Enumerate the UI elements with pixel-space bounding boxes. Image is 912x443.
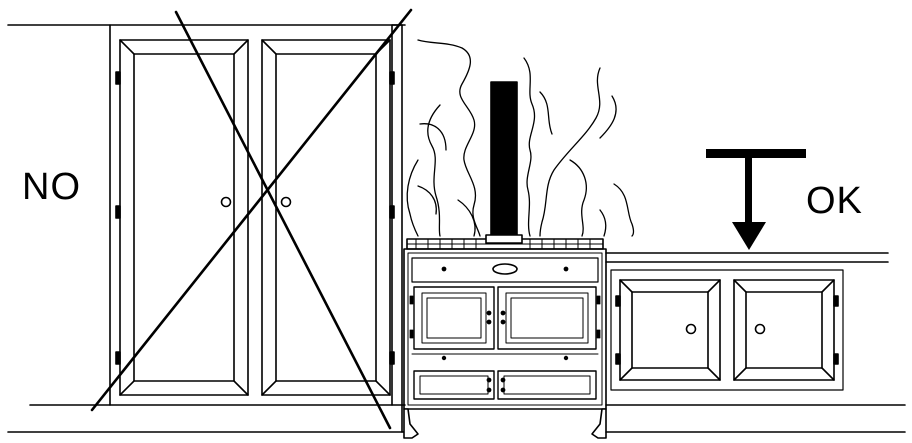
no-label: NO: [22, 166, 81, 208]
tall-cabinet-left-door: [115, 39, 249, 396]
stove-badge: [492, 263, 518, 275]
wood-stove-icon: [403, 234, 607, 439]
knob-icon: [685, 323, 697, 335]
tall-cabinet: [109, 24, 403, 433]
smoke-icon: [406, 39, 635, 237]
counter-cabinet-left-door: [615, 279, 721, 381]
knob-icon: [280, 196, 292, 208]
counter-cabinet-right-door: [733, 279, 839, 381]
clearance-arrow-icon: [706, 149, 806, 250]
knob-icon: [754, 323, 766, 335]
left-floor-lines: [7, 24, 406, 433]
cross-mark-icon: [90, 8, 413, 430]
counter-cabinet: [605, 252, 906, 433]
ok-label: OK: [806, 180, 863, 222]
chimney-flue: [490, 81, 518, 241]
knob-icon: [220, 196, 232, 208]
